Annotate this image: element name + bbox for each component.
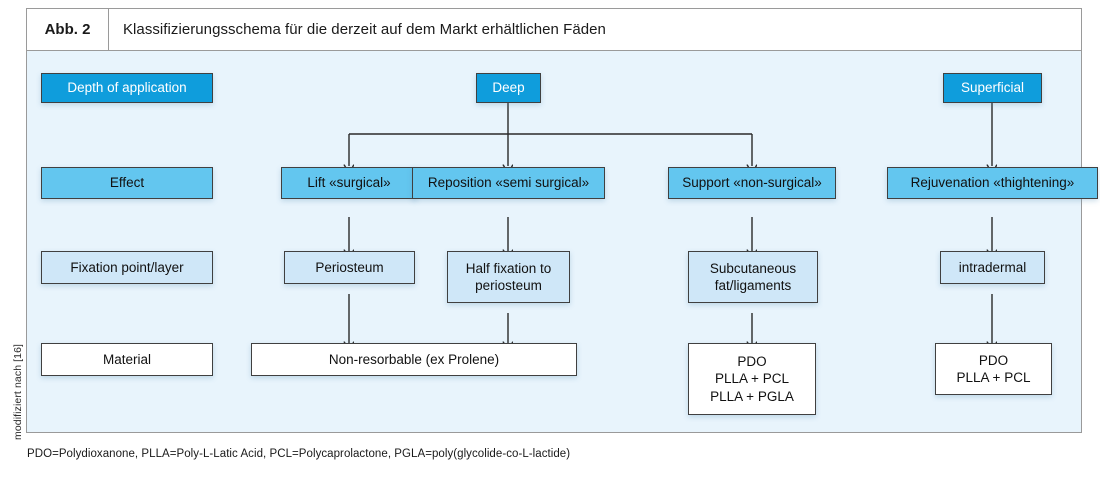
row-label-depth: Depth of application	[41, 73, 213, 103]
node-lift-surgical[interactable]: Lift «surgical»	[281, 167, 417, 199]
figure-title: Klassifizierungsschema für die derzeit a…	[123, 21, 606, 38]
node-support-non-surgical[interactable]: Support «non-surgical»	[668, 167, 836, 199]
node-intradermal[interactable]: intradermal	[940, 251, 1045, 284]
node-reposition-semi-surgical[interactable]: Reposition «semi surgical»	[412, 167, 605, 199]
figure-caption-bar: Abb. 2 Klassifizierungsschema für die de…	[27, 9, 1081, 51]
node-superficial[interactable]: Superficial	[943, 73, 1042, 103]
node-non-resorbable[interactable]: Non-resorbable (ex Prolene)	[251, 343, 577, 376]
figure-footnote: PDO=Polydioxanone, PLLA=Poly-L-Latic Aci…	[27, 448, 571, 460]
flowchart-canvas: Depth of application Deep Superficial Ef…	[27, 51, 1098, 432]
row-label-effect: Effect	[41, 167, 213, 199]
node-rejuvenation-thightening[interactable]: Rejuvenation «thightening»	[887, 167, 1098, 199]
node-deep[interactable]: Deep	[476, 73, 541, 103]
figure-credit: modifiziert nach [16]	[12, 343, 24, 440]
figure-number-label: Abb. 2	[27, 9, 109, 50]
row-label-fixation: Fixation point/layer	[41, 251, 213, 284]
node-periosteum[interactable]: Periosteum	[284, 251, 415, 284]
row-label-material: Material	[41, 343, 213, 376]
figure-frame: Abb. 2 Klassifizierungsschema für die de…	[26, 8, 1098, 433]
